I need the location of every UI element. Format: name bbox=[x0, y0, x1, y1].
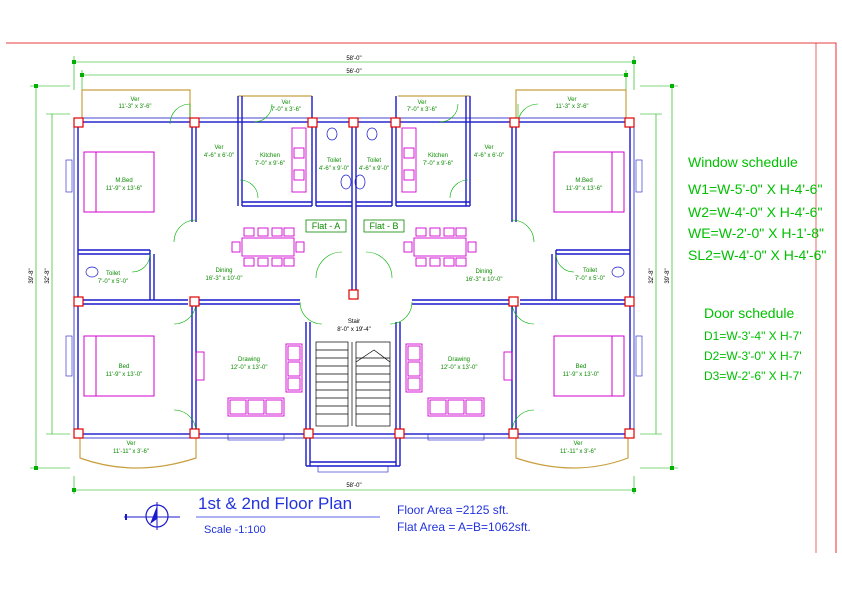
floor-area: Floor Area =2125 sft. bbox=[397, 503, 509, 517]
kitchen-counters bbox=[291, 127, 417, 193]
sofas bbox=[195, 343, 513, 417]
window-schedule-w2: W2=W-4'-0" X H-4'-6" bbox=[688, 204, 823, 220]
room-bed-r: Bed bbox=[576, 364, 587, 370]
room-ver-ml-dim: 4'-6" x 6'-0" bbox=[204, 153, 234, 159]
room-bed-l-dim: 11'-9" x 13'-0" bbox=[106, 372, 142, 378]
room-toilet-l: Toilet bbox=[106, 271, 120, 277]
room-toilet-cl-dim: 4'-6" x 9'-0" bbox=[319, 166, 349, 172]
room-dining-r-dim: 16'-3" x 10'-0" bbox=[466, 277, 503, 283]
room-stair-dim: 8'-0" x 19'-4" bbox=[337, 327, 371, 333]
room-drawing-r-dim: 12'-0" x 13'-0" bbox=[441, 365, 478, 371]
beds bbox=[83, 151, 625, 397]
flat-area: Flat Area = A=B=1062sft. bbox=[397, 520, 531, 534]
dim-depth-left-inner: 32'-8" bbox=[45, 268, 51, 283]
room-labels: Ver 11'-3" x 3'-6" Ver 11'-3" x 3'-6" Ve… bbox=[98, 97, 605, 455]
door-schedule-d1: D1=W-3'-4" X H-7' bbox=[704, 329, 802, 343]
room-kitchen-r-dim: 7'-0" x 9'-6" bbox=[423, 161, 453, 167]
dining-sets bbox=[231, 227, 477, 267]
room-ver-ml: Ver bbox=[214, 145, 223, 151]
room-toilet-cr-dim: 4'-6" x 9'-0" bbox=[359, 166, 389, 172]
room-mbed-r: M.Bed bbox=[575, 178, 592, 184]
balconies bbox=[79, 89, 629, 469]
flat-a-box bbox=[305, 219, 347, 233]
flat-b-label: Flat - B bbox=[369, 221, 398, 231]
window-schedule-we: WE=W-2'-0" X H-1'-8" bbox=[688, 225, 824, 241]
sheet-border bbox=[6, 42, 837, 553]
room-ver-kr: Ver bbox=[417, 100, 426, 106]
room-ver-bl: Ver bbox=[126, 441, 135, 447]
room-bed-l: Bed bbox=[119, 364, 130, 370]
walls bbox=[73, 96, 635, 467]
room-ver-tr-dim: 11'-3" x 3'-6" bbox=[555, 104, 588, 110]
room-kitchen-l-dim: 7'-0" x 9'-6" bbox=[255, 161, 285, 167]
room-dining-l: Dining bbox=[215, 268, 232, 274]
windows bbox=[65, 159, 643, 473]
room-ver-tl-dim: 11'-3" x 3'-6" bbox=[118, 104, 151, 110]
room-bed-r-dim: 11'-9" x 13'-0" bbox=[563, 372, 599, 378]
dim-bottom-width: 58'-0" bbox=[346, 483, 361, 489]
staircase bbox=[315, 341, 391, 427]
room-dining-r: Dining bbox=[475, 269, 492, 275]
room-toilet-cl: Toilet bbox=[327, 158, 341, 164]
dim-depth-right: 39'-8" bbox=[665, 268, 671, 283]
columns bbox=[73, 117, 635, 439]
room-mbed-r-dim: 11'-9" x 13'-6" bbox=[566, 186, 602, 192]
room-toilet-r-dim: 7'-0" x 5'-0" bbox=[575, 276, 605, 282]
door-schedule-d2: D2=W-3'-0" X H-7' bbox=[704, 349, 802, 363]
dimension-lines bbox=[30, 56, 678, 494]
toilet-fixtures bbox=[85, 127, 625, 278]
room-ver-tr: Ver bbox=[567, 97, 576, 103]
door-swings bbox=[131, 103, 575, 433]
flat-a-label: Flat - A bbox=[312, 221, 341, 231]
room-drawing-l: Drawing bbox=[238, 357, 260, 363]
room-ver-kl-dim: 7'-0" x 3'-6" bbox=[271, 107, 301, 113]
flat-b-box bbox=[363, 219, 405, 233]
room-toilet-cr: Toilet bbox=[367, 158, 381, 164]
room-toilet-r: Toilet bbox=[583, 268, 597, 274]
room-dining-l-dim: 16'-3" x 10'-0" bbox=[206, 276, 243, 282]
room-toilet-l-dim: 7'-0" x 5'-0" bbox=[98, 279, 128, 285]
dim-depth-left: 39'-8" bbox=[29, 268, 35, 283]
plan-scale: Scale -1:100 bbox=[204, 524, 266, 536]
dimension-ticks bbox=[34, 60, 674, 492]
room-kitchen-l: Kitchen bbox=[260, 153, 280, 159]
room-ver-bl-dim: 11'-11" x 3'-6" bbox=[113, 449, 149, 455]
door-schedule-title: Door schedule bbox=[704, 305, 795, 321]
room-mbed-l-dim: 11'-9" x 13'-6" bbox=[106, 186, 142, 192]
room-ver-mr: Ver bbox=[484, 145, 493, 151]
plan-title: 1st & 2nd Floor Plan bbox=[198, 494, 352, 513]
dim-inner-width: 56'-0" bbox=[346, 69, 361, 75]
room-mbed-l: M.Bed bbox=[115, 178, 132, 184]
room-ver-kl: Ver bbox=[281, 100, 290, 106]
room-drawing-l-dim: 12'-0" x 13'-0" bbox=[231, 365, 268, 371]
dim-depth-right-inner: 32'-8" bbox=[649, 268, 655, 283]
room-ver-br: Ver bbox=[573, 441, 582, 447]
window-schedule-sl2: SL2=W-4'-0" X H-4'-6" bbox=[688, 247, 827, 263]
room-ver-br-dim: 11'-11" x 3'-6" bbox=[560, 449, 596, 455]
dim-overall-width: 58'-0" bbox=[346, 56, 361, 62]
window-schedule-w1: W1=W-5'-0" X H-4'-6" bbox=[688, 181, 823, 197]
room-ver-tl: Ver bbox=[130, 97, 139, 103]
door-schedule-d3: D3=W-2'-6" X H-7' bbox=[704, 369, 802, 383]
room-drawing-r: Drawing bbox=[448, 357, 470, 363]
room-kitchen-r: Kitchen bbox=[428, 153, 448, 159]
window-schedule-title: Window schedule bbox=[688, 154, 798, 170]
room-ver-kr-dim: 7'-0" x 3'-6" bbox=[407, 107, 437, 113]
room-ver-mr-dim: 4'-6" x 6'-0" bbox=[474, 153, 504, 159]
north-arrow-icon bbox=[124, 502, 180, 530]
room-stair: Stair bbox=[348, 319, 360, 325]
